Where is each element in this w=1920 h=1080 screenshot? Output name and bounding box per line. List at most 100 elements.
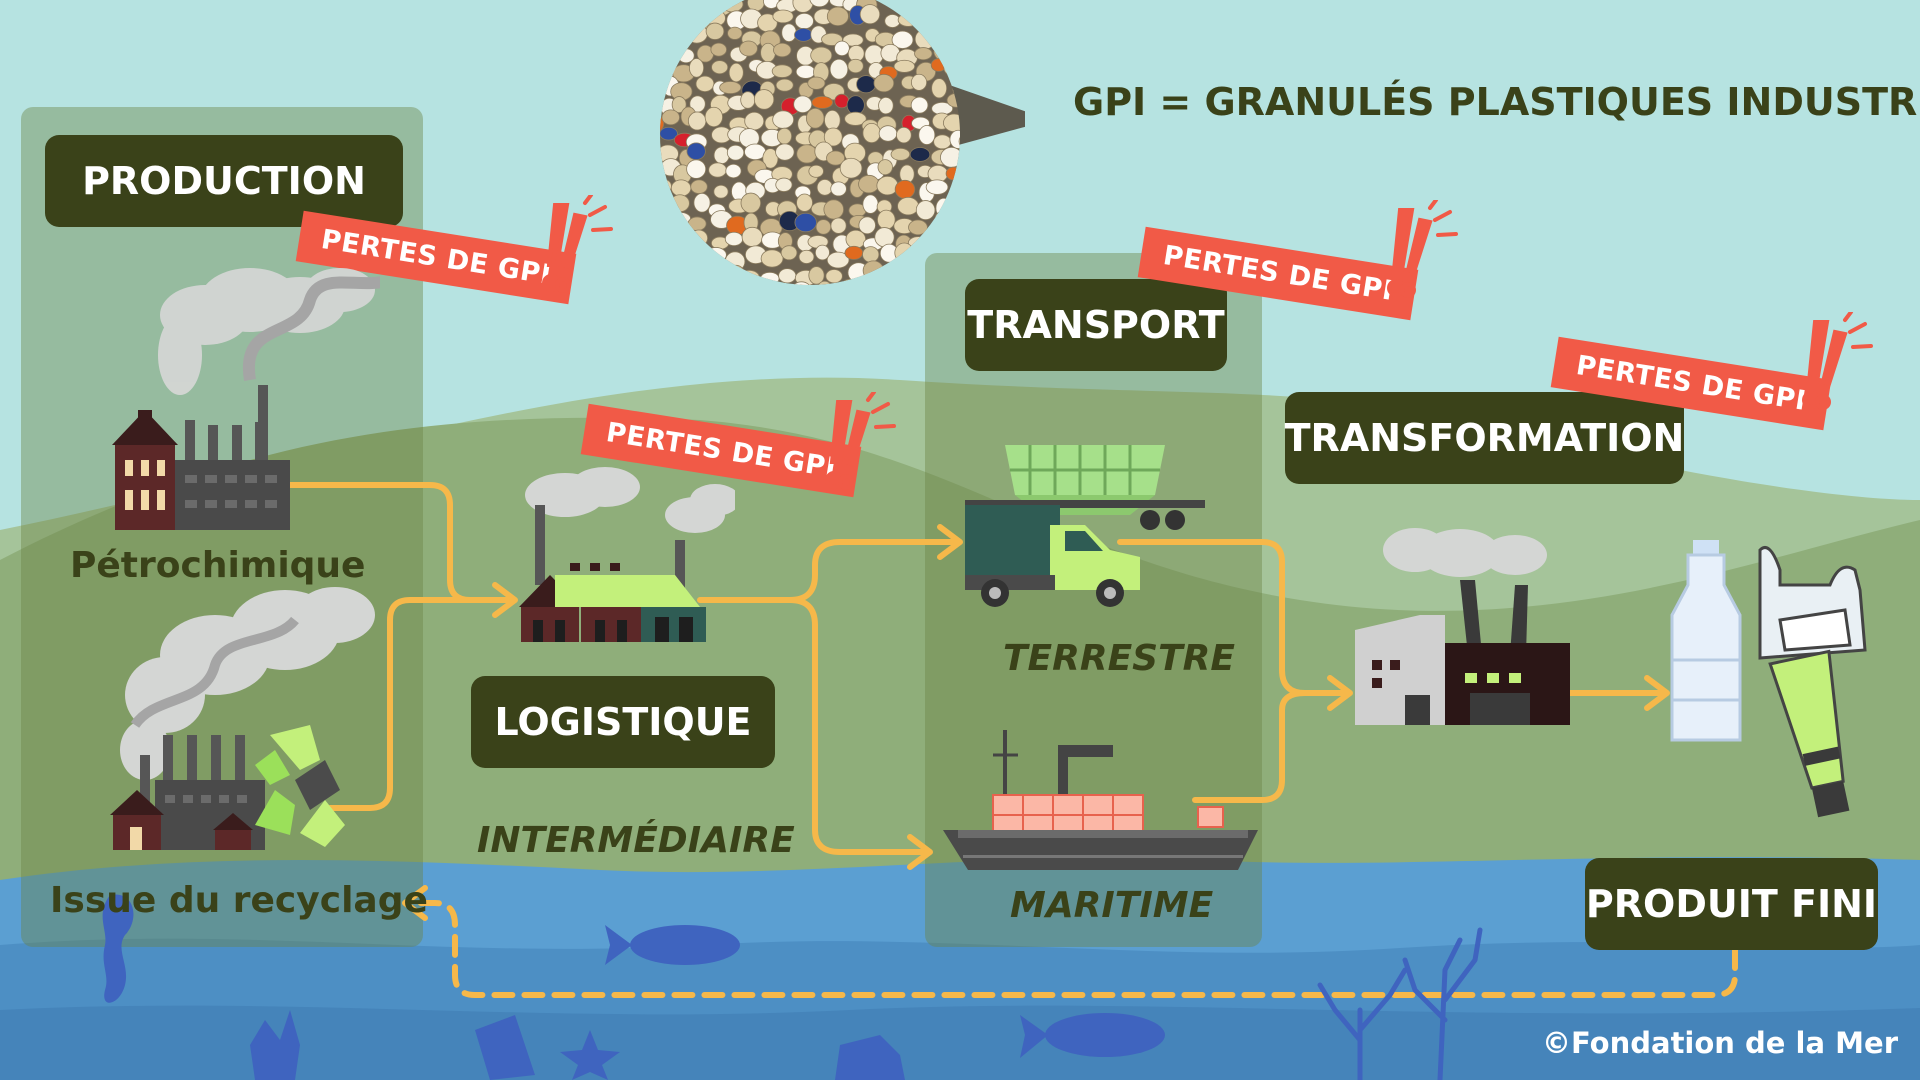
pellet [909,220,928,235]
pellet [930,262,944,280]
pellet [741,193,761,213]
pellet [638,264,655,278]
pellet [644,152,663,169]
pellet [916,248,931,261]
pellet [797,145,817,163]
tube-icon [1770,651,1862,820]
pellet [961,22,980,40]
pellet [712,61,728,74]
pellet [641,78,660,93]
pellet [915,269,930,282]
pellet [691,271,713,284]
pellet [964,161,983,176]
pellet [676,280,692,297]
pellet [874,281,894,296]
pellet [960,180,976,198]
pellet [915,29,935,49]
pellet [740,41,758,56]
pellet [688,112,706,130]
pellet [847,96,864,115]
pellet [662,110,680,125]
pellet [898,197,919,214]
pellet [714,185,728,198]
pellet [950,245,970,262]
pellet [916,201,935,220]
pellet [919,125,935,144]
pellet [694,193,710,212]
products-icon [1660,540,1880,830]
pellet [911,97,928,113]
pellet [644,253,661,268]
pellet [950,194,968,211]
pellet [776,79,793,91]
pellets-image [625,0,1025,320]
exclamation-icon [818,392,898,502]
caption-intermediaire: INTERMÉDIAIRE [477,820,795,861]
pellet [658,281,673,293]
pellet [725,232,742,245]
plastic-bag-icon [1760,548,1865,659]
pellet [846,230,866,248]
truck-icon [965,505,1155,615]
pellet [935,232,950,247]
pellet [925,0,947,9]
pellet [795,13,813,29]
pellet [960,0,978,13]
pellet [644,0,658,16]
pellet [709,163,727,177]
pellet [809,165,824,177]
pellet [825,110,841,130]
pellet [670,212,691,224]
pellet [661,29,681,48]
pellet [794,28,812,41]
pellet [946,266,965,279]
fish-icon [1020,1013,1165,1058]
coral-icon [1320,930,1480,1080]
warehouse-icon [505,465,735,645]
pellet [937,280,952,296]
pellet [670,195,689,212]
pellet [679,266,695,284]
pellet [642,24,663,40]
pellet [658,48,676,63]
pellet [792,282,810,296]
pellet [729,63,743,82]
pellet [690,0,705,15]
pellet [797,194,813,211]
pellet [966,145,982,163]
pellet [944,59,961,76]
pellet [894,60,915,72]
pellet [879,97,894,114]
pellet [772,65,792,78]
exclamation-icon [1380,200,1460,310]
factory-icon [100,260,380,530]
pellet [639,6,655,23]
pellet [900,266,916,279]
pellet [835,41,850,55]
pellet [710,266,729,282]
pellet [638,132,655,148]
pellet [878,160,893,175]
pellet [874,74,894,91]
pellet [711,0,733,15]
pellet [830,59,848,79]
pellet [931,28,952,41]
pellet [952,183,967,197]
pellet [926,180,948,195]
pellet [911,74,926,90]
caption-petrochimique: Pétrochimique [70,545,365,586]
coral-icon [250,1010,300,1080]
pellet [862,283,881,300]
pellet [645,114,664,133]
pellet [910,148,930,162]
exclamation-icon [1795,312,1875,422]
pellet [679,23,694,43]
pellet [879,126,897,142]
pellet [689,59,703,78]
pellet [646,48,662,64]
pellet [935,211,950,226]
pellet [754,90,774,110]
pellet [826,270,843,283]
pellet [860,5,880,24]
plant-icon [1350,525,1580,725]
